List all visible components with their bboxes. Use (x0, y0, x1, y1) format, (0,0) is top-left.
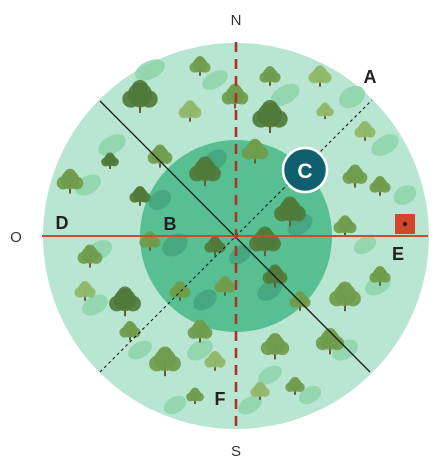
tree-icon (74, 280, 96, 301)
tree-icon (77, 244, 103, 268)
tree-icon (56, 168, 84, 194)
tree-icon (204, 350, 226, 371)
tree-icon (187, 319, 213, 343)
tree-icon (186, 387, 204, 404)
tree-icon (333, 215, 357, 237)
zone-b-label: B (164, 214, 177, 234)
zone-c-marker (281, 146, 329, 194)
tree-icon (109, 286, 141, 317)
tree-icon (342, 164, 368, 188)
zone-a-label: A (364, 67, 377, 87)
tree-icon (285, 376, 305, 395)
tree-icon (122, 79, 158, 113)
tree-icon (308, 65, 332, 87)
tree-icon (250, 381, 270, 400)
zone-c-label: C (297, 160, 312, 183)
tree-icon (129, 185, 151, 206)
tree-icon (259, 65, 281, 86)
tree-icon (369, 175, 391, 196)
tree-icon (260, 332, 290, 360)
zone-d-label: D (56, 213, 69, 233)
tree-icon (119, 320, 141, 341)
tree-icon (315, 327, 345, 355)
tree-icon (241, 138, 269, 164)
tree-icon (369, 265, 391, 286)
tree-icon (178, 100, 202, 122)
tree-icon (354, 120, 376, 141)
zone-e-label: E (392, 244, 404, 264)
tree-icon (329, 281, 361, 312)
compass-south: S (231, 443, 241, 460)
tree-icon (316, 102, 334, 119)
tree-icon (147, 144, 173, 168)
inner-shadow-group (148, 149, 313, 311)
tree-icon (289, 290, 311, 311)
tree-icon (189, 55, 211, 76)
tree-icon (252, 99, 288, 133)
zone-f-label: F (215, 389, 226, 409)
tree-icon (149, 346, 181, 377)
square-marker-dot (403, 222, 407, 226)
tree-icon (214, 275, 236, 296)
tree-icon (189, 156, 221, 187)
tree-icon (249, 226, 281, 257)
tree-icon (101, 152, 119, 169)
compass-west: O (10, 229, 22, 246)
tree-icon-group (56, 55, 391, 404)
tree-icon (204, 235, 226, 256)
tree-icon (274, 196, 306, 227)
tree-shadow-group (75, 59, 417, 415)
compass-north: N (231, 12, 242, 29)
